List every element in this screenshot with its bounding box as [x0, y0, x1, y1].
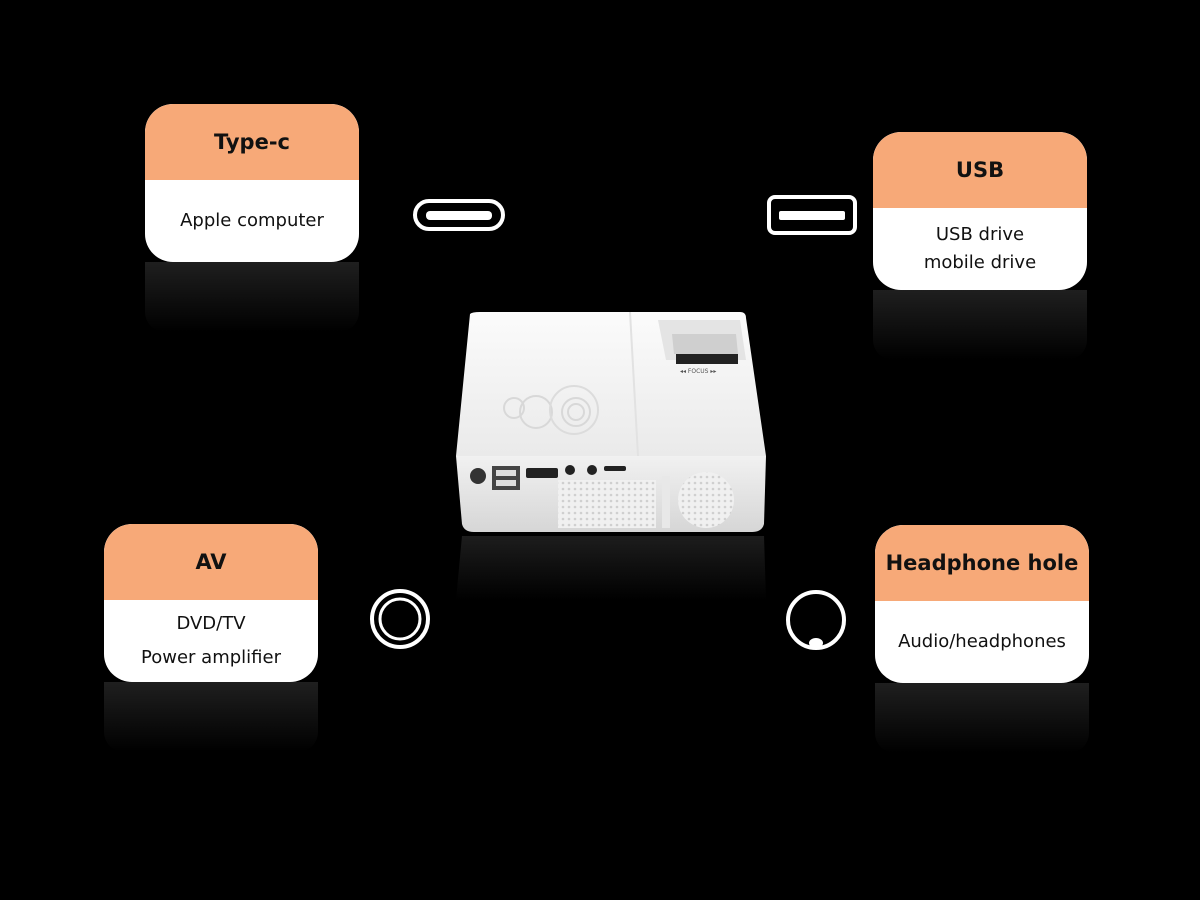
usb-description: USB drive mobile drive [873, 208, 1087, 290]
usb-line-2: mobile drive [923, 252, 1037, 273]
usb-card-reflection [873, 290, 1087, 360]
av-title: AV [104, 524, 318, 600]
type-c-line-1: Apple computer [180, 210, 324, 231]
headphone-line-1: Audio/headphones [898, 631, 1066, 652]
headphone-jack-icon [786, 590, 846, 650]
projector-image: ◂◂ FOCUS ▸▸ [456, 311, 766, 600]
usb-port-icon [767, 195, 857, 235]
focus-label: ◂◂ FOCUS ▸▸ [680, 368, 716, 375]
type-c-title: Type-c [145, 104, 359, 180]
av-card-reflection [104, 682, 318, 752]
type-c-description: Apple computer [145, 180, 359, 262]
usb-title: USB [873, 132, 1087, 208]
usb-card: USB USB drive mobile drive [873, 132, 1087, 290]
type-c-port-icon [413, 199, 505, 231]
type-c-card-reflection [145, 262, 359, 332]
headphone-card-reflection [875, 683, 1089, 753]
headphone-title: Headphone hole [875, 525, 1089, 601]
av-description: DVD/TV Power amplifier [104, 600, 318, 682]
av-port-icon [370, 589, 430, 649]
usb-line-1: USB drive [935, 224, 1025, 245]
headphone-card: Headphone hole Audio/headphones [875, 525, 1089, 683]
av-line-1: DVD/TV [176, 613, 246, 634]
type-c-card: Type-c Apple computer [145, 104, 359, 262]
av-card: AV DVD/TV Power amplifier [104, 524, 318, 682]
headphone-description: Audio/headphones [875, 601, 1089, 683]
av-line-2: Power amplifier [141, 647, 281, 668]
